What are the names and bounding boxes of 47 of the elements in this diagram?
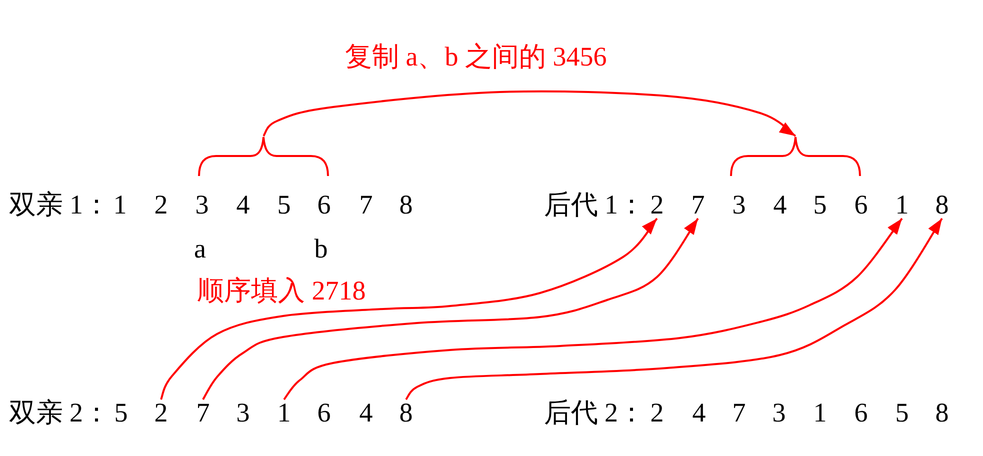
digit: 7	[691, 192, 705, 218]
digit: 5	[895, 400, 909, 426]
digit: 8	[935, 192, 949, 218]
digit: 5	[114, 400, 128, 426]
curved-arrow	[160, 218, 658, 400]
curved-arrow	[262, 90, 796, 137]
row-label: 双亲 2：	[8, 400, 110, 426]
digit: 5	[813, 192, 827, 218]
curly-brace	[198, 136, 329, 176]
digit: 1	[277, 400, 291, 426]
row-label: 后代 1：	[544, 192, 645, 218]
digit: 6	[854, 400, 868, 426]
cut-point-label: b	[314, 236, 328, 262]
digit: 8	[399, 400, 413, 426]
digit: 1	[813, 400, 827, 426]
digit: 8	[399, 192, 413, 218]
digit: 3	[236, 400, 250, 426]
digit: 4	[236, 192, 250, 218]
digit: 6	[317, 192, 331, 218]
digit: 2	[650, 400, 664, 426]
digit: 5	[277, 192, 291, 218]
cut-point-label: a	[194, 236, 206, 262]
digit: 8	[935, 400, 949, 426]
digit: 2	[154, 400, 168, 426]
edge-label: 复制 a、b 之间的 3456	[345, 44, 607, 70]
digit: 3	[732, 192, 746, 218]
digit: 3	[772, 400, 786, 426]
row-label: 双亲 1：	[8, 192, 110, 218]
curved-arrow	[283, 218, 903, 400]
digit: 4	[692, 400, 706, 426]
row-label: 后代 2：	[544, 400, 645, 426]
digit: 6	[317, 400, 331, 426]
curved-arrow	[202, 218, 699, 400]
digit: 7	[732, 400, 746, 426]
digit: 6	[854, 192, 868, 218]
digit: 1	[113, 192, 127, 218]
digit: 1	[895, 192, 909, 218]
digit: 4	[359, 400, 373, 426]
digit: 4	[773, 192, 787, 218]
digit: 3	[195, 192, 209, 218]
digit: 7	[196, 400, 210, 426]
digit: 7	[359, 192, 373, 218]
digit: 2	[650, 192, 664, 218]
curly-brace	[730, 136, 861, 176]
annotation-text: 顺序填入 2718	[197, 278, 366, 304]
digit: 2	[154, 192, 168, 218]
curved-arrow	[405, 218, 943, 400]
